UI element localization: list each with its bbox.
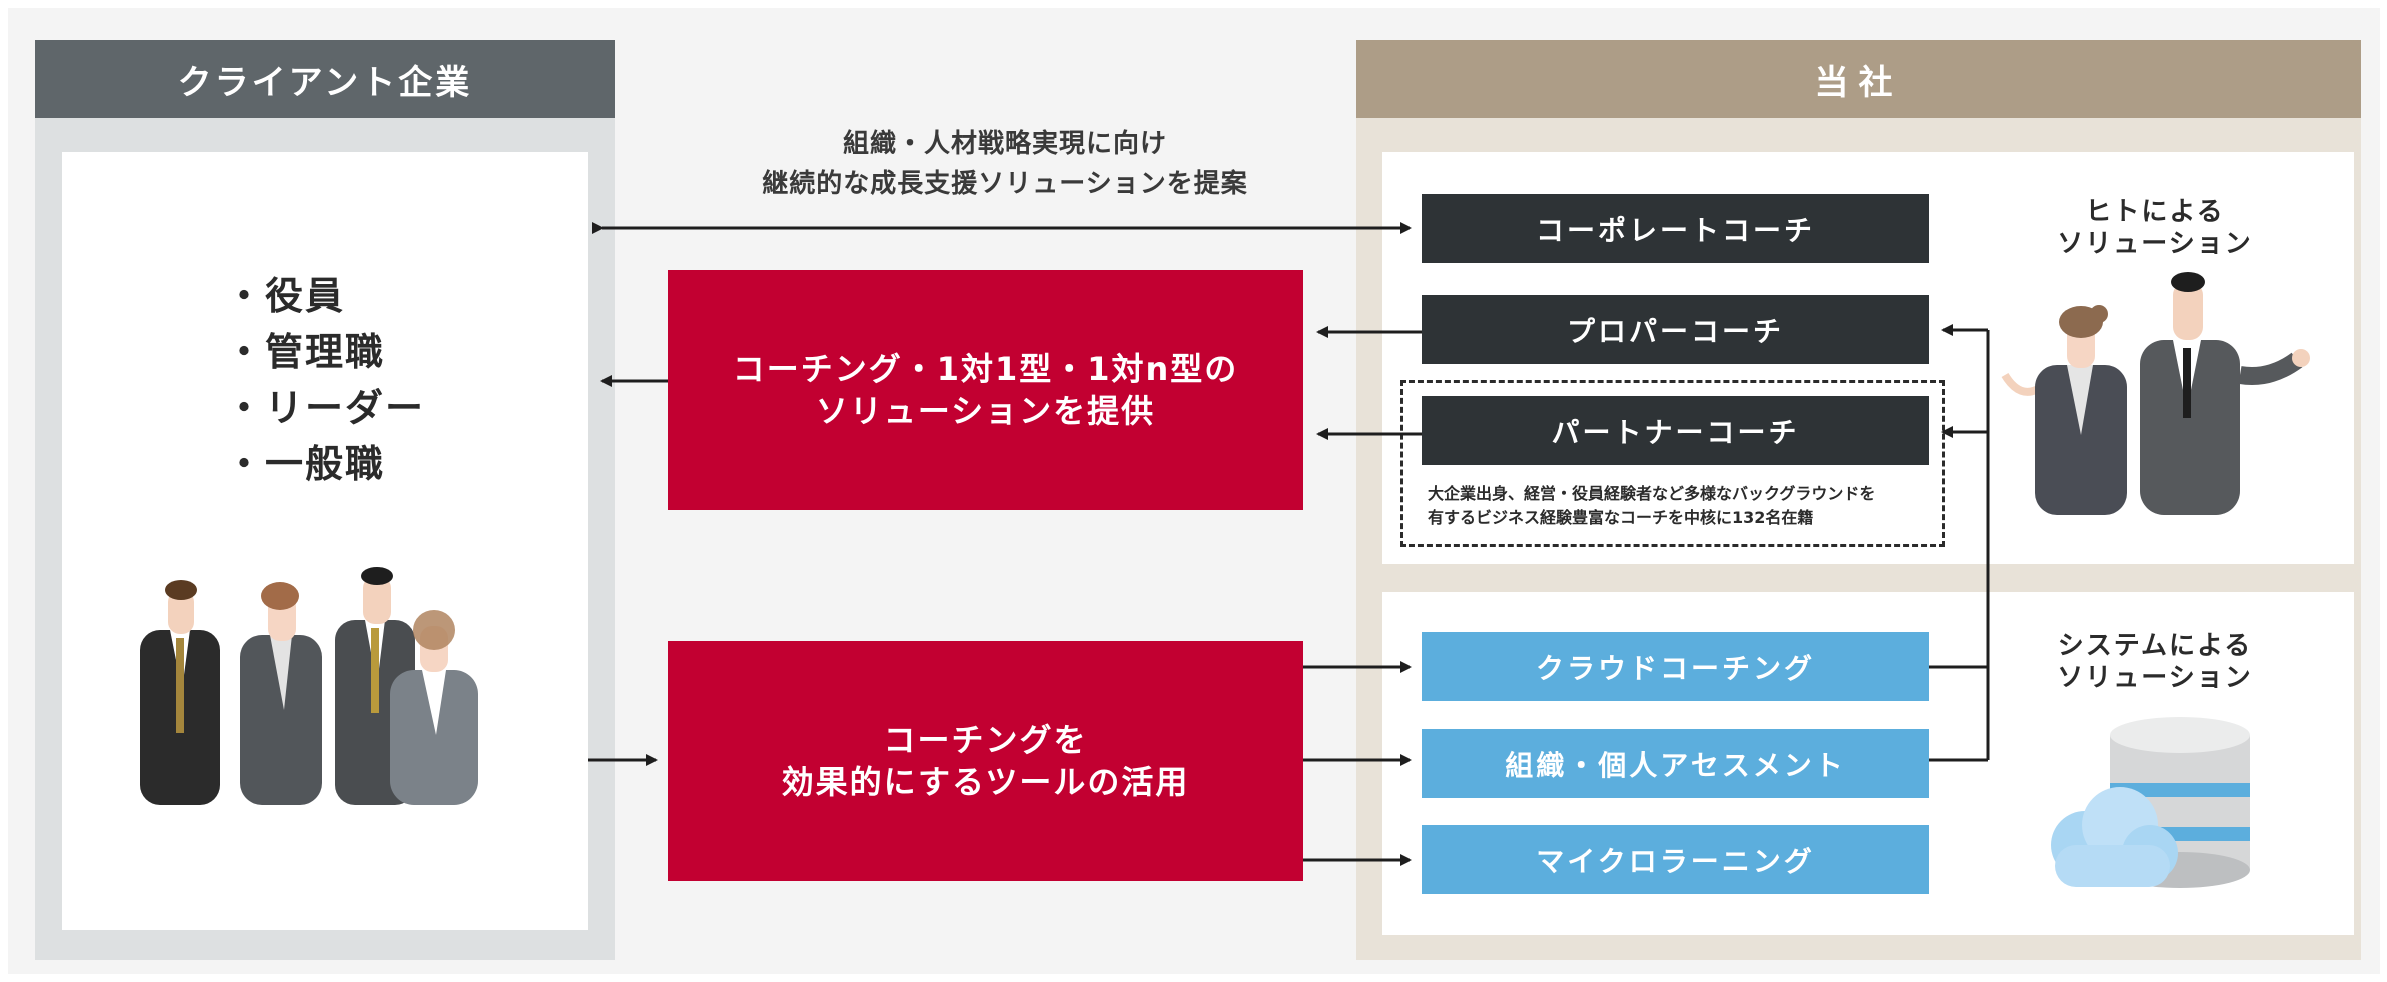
database-cloud-illustration — [2051, 717, 2250, 888]
role-item-staff: ・一般職 — [225, 442, 386, 486]
tools-box-line2: 効果的にするツールの活用 — [781, 763, 1190, 801]
assessment-box: 組織・個人アセスメント — [1422, 729, 1929, 798]
partner-coach-box: パートナーコーチ — [1422, 396, 1929, 465]
partner-coach-group — [1400, 380, 1945, 547]
tools-box-line1: コーチングを — [883, 721, 1088, 759]
role-item-manager: ・管理職 — [225, 330, 386, 374]
microlearning-box: マイクロラーニング — [1422, 825, 1929, 894]
proposal-text: 組織・人材戦略実現に向け 継続的な成長支援ソリューションを提案 — [690, 124, 1320, 204]
partner-note-line1: 大企業出身、経営・役員経験者など多様なバックグラウンドを — [1428, 484, 1876, 503]
role-list: ・役員 ・管理職 ・リーダー ・一般職 — [225, 268, 425, 492]
system-solution-label: システムによる ソリューション — [2057, 631, 2253, 693]
cloud-coaching-box: クラウドコーチング — [1422, 632, 1929, 701]
proper-coach-box: プロパーコーチ — [1422, 295, 1929, 364]
role-item-leader: ・リーダー — [225, 386, 426, 430]
coaching-box-line1: コーチング・1対1型・1対n型の — [732, 350, 1239, 388]
corporate-coach-box: コーポレートコーチ — [1422, 194, 1929, 263]
proposal-line1: 組織・人材戦略実現に向け — [842, 129, 1167, 159]
tools-utilization-box: コーチングを 効果的にするツールの活用 — [668, 641, 1303, 881]
partner-coach-note: 大企業出身、経営・役員経験者など多様なバックグラウンドを 有するビジネス経験豊富… — [1428, 482, 1948, 530]
coaching-solution-box: コーチング・1対1型・1対n型の ソリューションを提供 — [668, 270, 1303, 510]
client-header: クライアント企業 — [35, 40, 615, 118]
partner-note-line2: 有するビジネス経験豊富なコーチを中核に132名在籍 — [1428, 508, 1814, 527]
proposal-line2: 継続的な成長支援ソリューションを提案 — [762, 169, 1248, 199]
executives-group-illustration — [140, 567, 478, 805]
people-solution-label: ヒトによる ソリューション — [2057, 197, 2253, 259]
coaching-box-line2: ソリューションを提供 — [815, 392, 1156, 430]
company-header: 当社 — [1356, 40, 2361, 118]
business-people-illustration — [2001, 272, 2310, 515]
role-item-executive: ・役員 — [225, 274, 346, 318]
